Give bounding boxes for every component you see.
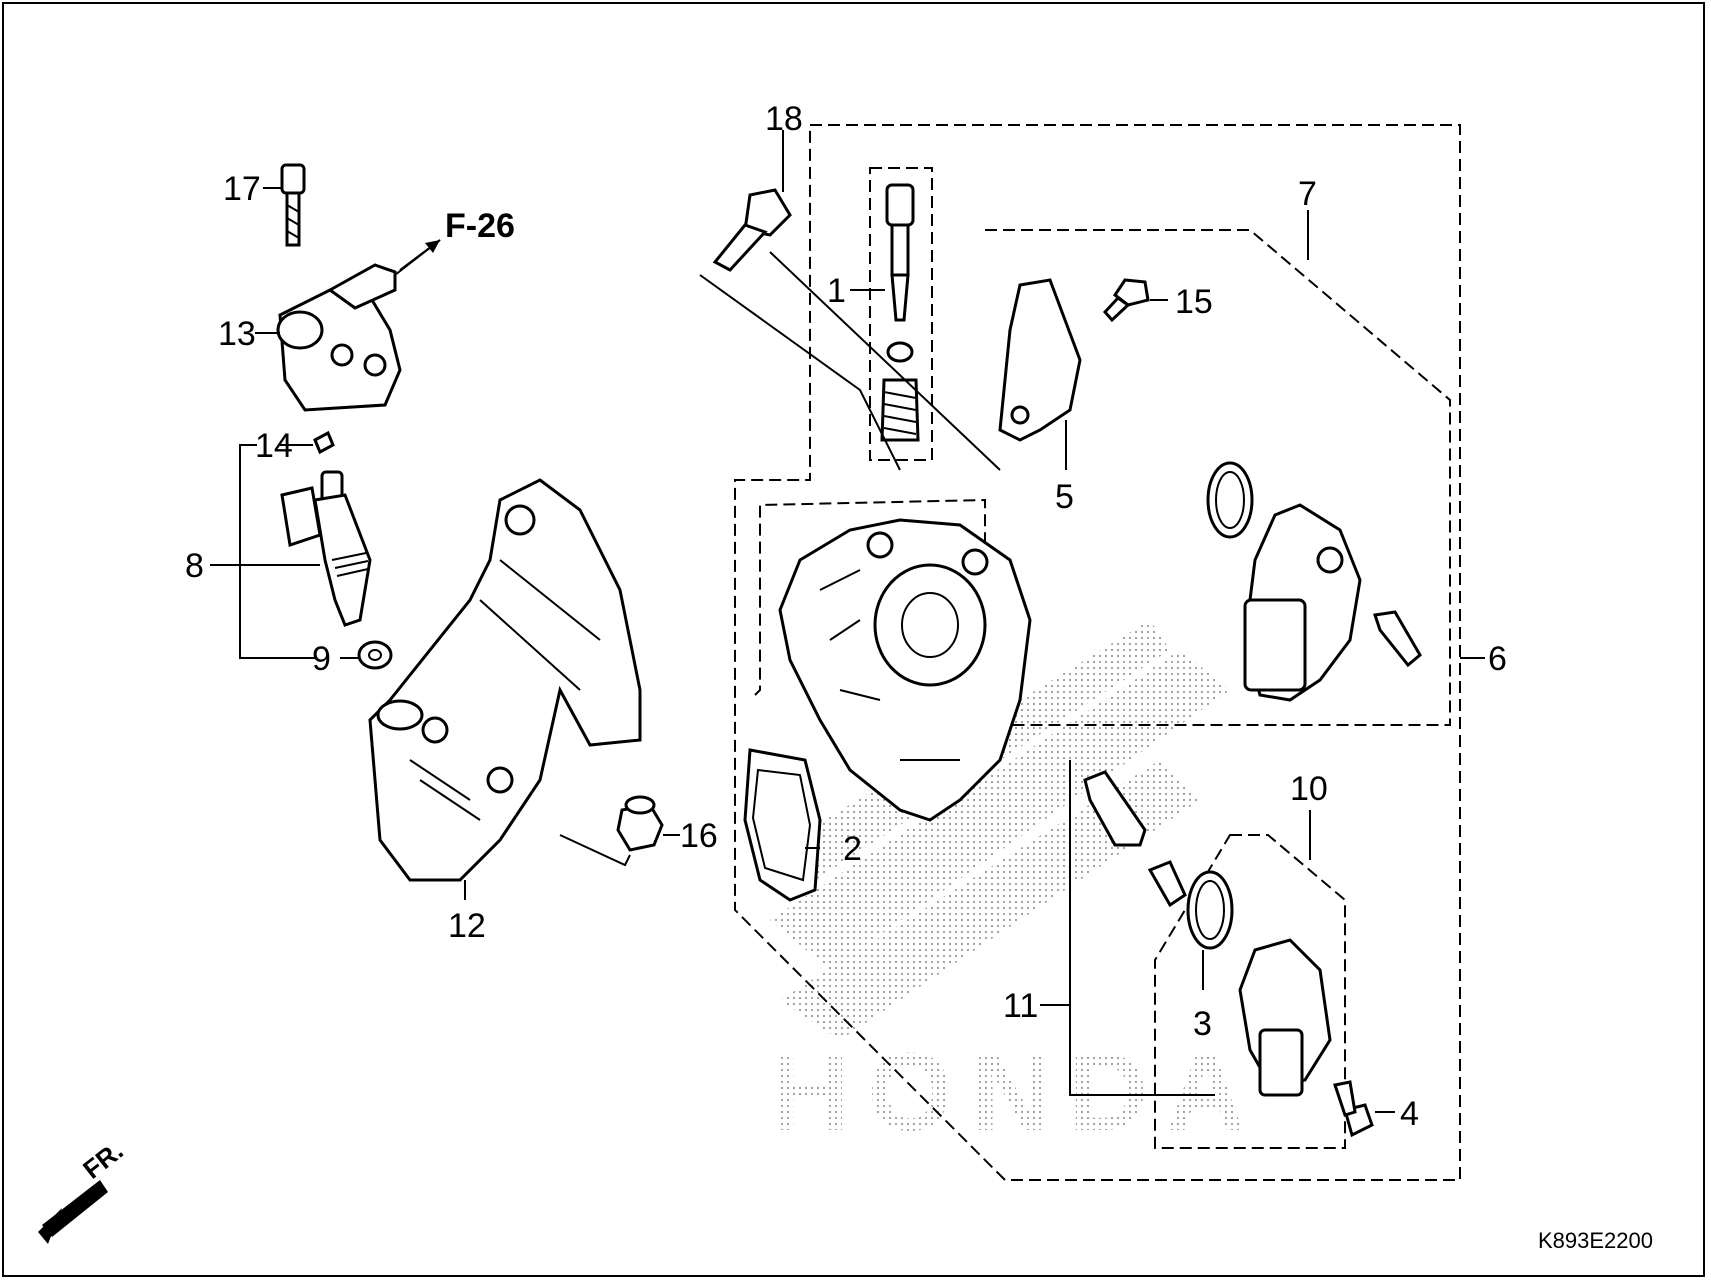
part-4-screw <box>1333 1080 1374 1138</box>
throttle-body <box>778 518 1032 822</box>
part-15-screw <box>1102 278 1150 323</box>
part-7-oring <box>1206 461 1254 539</box>
drawing-code: K893E2200 <box>1538 1228 1653 1253</box>
front-label: FR. <box>77 1135 128 1184</box>
callout-5: 5 <box>1055 478 1074 516</box>
front-arrow <box>38 1180 108 1244</box>
callout-18: 18 <box>765 100 803 138</box>
part-3-oring <box>1186 870 1234 950</box>
callout-10: 10 <box>1290 770 1328 808</box>
part-13-joint <box>276 239 441 412</box>
callout-4: 4 <box>1400 1095 1419 1133</box>
callout-12: 12 <box>448 907 486 945</box>
callout-9: 9 <box>312 640 331 678</box>
watermark-text: HONDA <box>770 1031 1263 1154</box>
reference-label: F-26 <box>445 207 515 245</box>
reference-arrow <box>399 239 441 271</box>
part-5-lever <box>998 278 1082 442</box>
callout-8: 8 <box>185 547 204 585</box>
callout-14: 14 <box>255 427 293 465</box>
part-1-screw-set <box>880 183 920 442</box>
assembly-boundaries <box>734 124 1461 1181</box>
part-17-bolt <box>280 163 306 247</box>
part-11-idle-valve <box>1083 770 1187 908</box>
part-9-seal <box>357 640 393 670</box>
callout-16: 16 <box>680 817 718 855</box>
callout-1: 1 <box>827 272 846 310</box>
callout-2: 2 <box>843 830 862 868</box>
part-16-nut <box>616 795 664 852</box>
part-2-gasket <box>743 748 822 902</box>
part-14-clip <box>313 430 335 455</box>
part-10-sensor <box>1238 938 1332 1097</box>
callout-11: 11 <box>1003 987 1038 1025</box>
callout-13: 13 <box>218 315 256 353</box>
honda-wing-watermark: HONDA <box>760 620 1263 1154</box>
callout-3: 3 <box>1193 1005 1212 1043</box>
part-6-sensor <box>1243 503 1422 702</box>
callout-17: 17 <box>223 170 261 208</box>
callout-15: 15 <box>1175 283 1213 321</box>
leader-lines <box>210 130 1485 1113</box>
callout-7: 7 <box>1298 175 1317 213</box>
part-8-injector <box>280 470 372 627</box>
part-18-bolt <box>712 188 792 272</box>
group-bracket-8 <box>239 444 315 659</box>
part-12-manifold <box>368 478 642 882</box>
callout-6: 6 <box>1488 640 1507 678</box>
